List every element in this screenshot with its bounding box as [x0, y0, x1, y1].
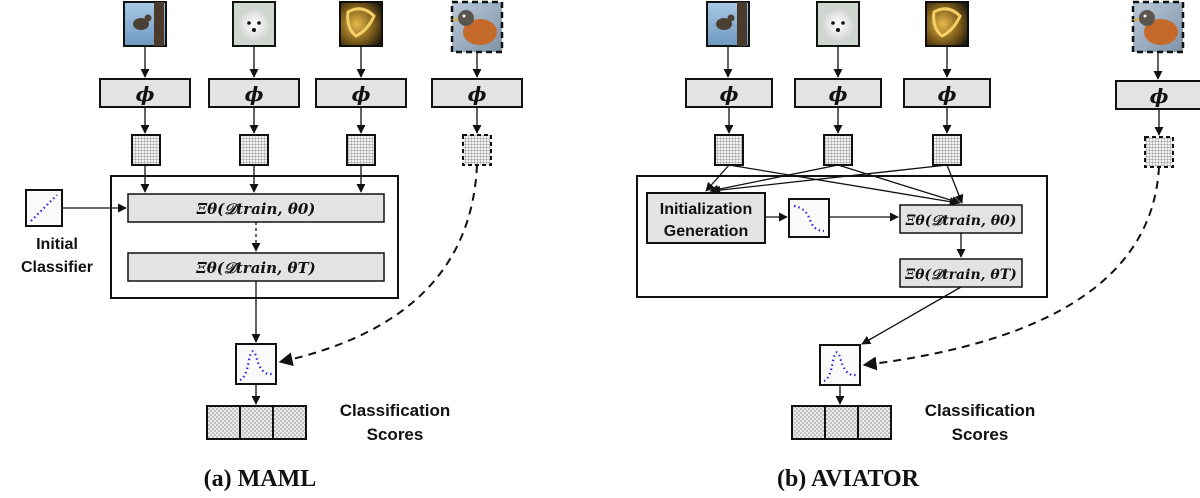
robin-query-photo	[450, 0, 504, 54]
phi-label: ϕ	[468, 82, 487, 106]
feature-map	[239, 134, 269, 166]
feature-extractor-box: ϕ	[685, 78, 773, 108]
phi-label: ϕ	[136, 82, 155, 106]
scores-label-2: Scores	[367, 425, 424, 444]
adapted-classifier-icon	[819, 344, 861, 386]
dog-photo	[232, 1, 276, 47]
caption-maml: (a) MAML	[204, 466, 317, 492]
initial-classifier-label-2: Classifier	[21, 259, 93, 276]
query-feature-map	[1144, 136, 1174, 168]
feature-extractor-box: ϕ	[431, 78, 523, 108]
classification-scores	[206, 405, 307, 440]
bird-photo	[706, 1, 750, 47]
generated-classifier-icon	[788, 198, 830, 238]
svg-text:Ξθ(𝒟train, θT): Ξθ(𝒟train, θT)	[904, 267, 1017, 283]
phi-label: ϕ	[1150, 84, 1169, 108]
robin-query-photo	[1131, 0, 1185, 54]
svg-text:Ξθ(𝒟train, θT): Ξθ(𝒟train, θT)	[195, 259, 316, 277]
feature-map	[823, 134, 853, 166]
phi-label: ϕ	[938, 82, 957, 106]
svg-text:Generation: Generation	[664, 223, 748, 240]
feature-map	[714, 134, 744, 166]
inner-loop-step-T: Ξθ(𝒟train, θT)	[899, 258, 1023, 288]
bird-photo	[123, 1, 167, 47]
phi-label: ϕ	[720, 82, 739, 106]
feature-map	[131, 134, 161, 166]
query-path	[278, 164, 478, 367]
inner-loop-step-0: Ξθ(𝒟train, θ0)	[127, 193, 385, 223]
feature-extractor-box: ϕ	[1115, 80, 1200, 110]
scores-label-1: Classification	[925, 401, 1036, 420]
inner-loop-step-T: Ξθ(𝒟train, θT)	[127, 252, 385, 282]
feature-map	[346, 134, 376, 166]
phi-label: ϕ	[245, 82, 264, 106]
scores-label-2: Scores	[952, 425, 1009, 444]
aviator-panel: ϕ ϕ ϕ ϕ Initialization	[636, 0, 1200, 492]
initialization-generation-box: Initialization Generation	[646, 192, 766, 244]
feature-extractor-box: ϕ	[794, 78, 882, 108]
phi-label: ϕ	[829, 82, 848, 106]
maml-panel: ϕ ϕ ϕ ϕ	[21, 0, 523, 492]
query-feature-map	[462, 134, 492, 166]
dog-photo	[816, 1, 860, 47]
scores-label-1: Classification	[340, 401, 451, 420]
feature-extractor-box: ϕ	[208, 78, 300, 108]
feature-extractor-box: ϕ	[903, 78, 991, 108]
svg-text:Ξθ(𝒟train, θ0): Ξθ(𝒟train, θ0)	[196, 200, 316, 218]
feature-extractor-box: ϕ	[315, 78, 407, 108]
inner-loop-step-0: Ξθ(𝒟train, θ0)	[899, 204, 1023, 234]
phi-label: ϕ	[352, 82, 371, 106]
textured-object-photo	[339, 1, 383, 47]
caption-aviator: (b) AVIATOR	[777, 466, 920, 492]
initial-classifier-icon	[25, 189, 63, 227]
feature-map	[932, 134, 962, 166]
svg-text:Ξθ(𝒟train, θ0): Ξθ(𝒟train, θ0)	[905, 213, 1017, 229]
initial-classifier-label-1: Initial	[36, 236, 78, 253]
textured-object-photo	[925, 1, 969, 47]
adapted-classifier-icon	[235, 343, 277, 385]
feature-extractor-box: ϕ	[99, 78, 191, 108]
classification-scores	[791, 405, 892, 440]
query-path	[862, 166, 1160, 371]
svg-text:Initialization: Initialization	[660, 201, 752, 218]
